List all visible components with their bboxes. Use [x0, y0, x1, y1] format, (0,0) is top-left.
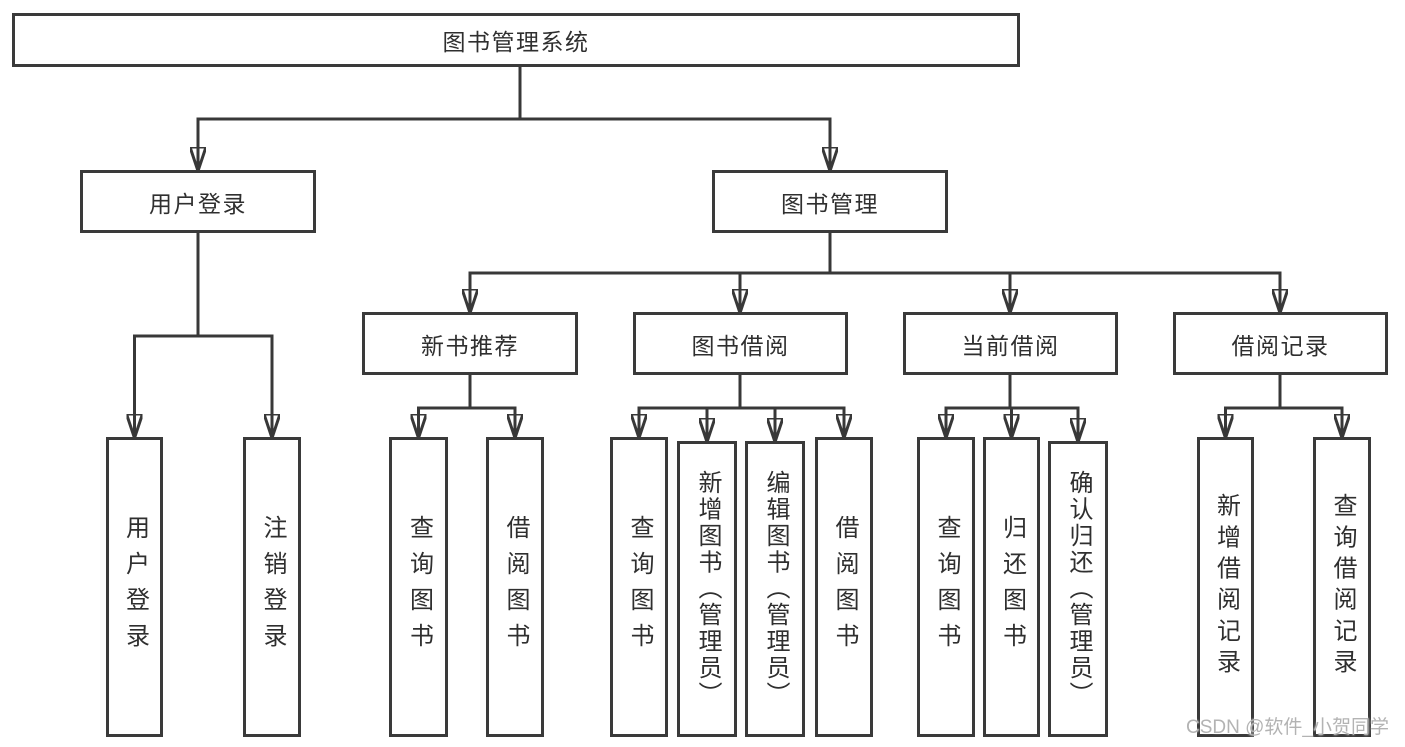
leaf-borrow-books-recommend-label: 借阅图书 [502, 515, 529, 659]
leaf-borrow-books-borrow: 借阅图书 [815, 437, 873, 737]
connector-new-book-recommend-branch [417, 374, 517, 437]
leaf-query-books-recommend-label: 查询图书 [405, 515, 433, 659]
leaf-return-book: 归还图书 [983, 437, 1040, 737]
node-book-management: 图书管理 [712, 170, 948, 233]
leaf-add-book-admin-label: 新增图书（管理员） [694, 470, 721, 708]
leaf-borrow-books-recommend: 借阅图书 [486, 437, 544, 737]
node-new-book-recommend: 新书推荐 [362, 312, 578, 375]
node-current-borrowing: 当前借阅 [903, 312, 1118, 375]
connector-book-management-branch [469, 233, 1282, 312]
connector-root-to-level2 [197, 67, 832, 170]
leaf-query-books-current: 查询图书 [917, 437, 975, 737]
connector-current-borrowing-branch [945, 374, 1080, 441]
leaf-confirm-return-admin: 确认归还（管理员） [1048, 441, 1108, 737]
leaf-query-borrow-record: 查询借阅记录 [1313, 437, 1371, 737]
connector-user-login-branch [133, 233, 274, 437]
node-user-login-label: 用户登录 [149, 190, 247, 217]
node-system-root: 图书管理系统 [12, 13, 1020, 67]
leaf-edit-book-admin-label: 编辑图书（管理员） [762, 470, 789, 708]
leaf-query-books-borrow: 查询图书 [610, 437, 668, 737]
leaf-user-login: 用户登录 [106, 437, 163, 737]
node-new-book-recommend-label: 新书推荐 [421, 332, 519, 359]
leaf-add-borrow-record-label: 新增借阅记录 [1212, 493, 1240, 681]
leaf-add-book-admin: 新增图书（管理员） [677, 441, 737, 737]
leaf-user-login-label: 用户登录 [121, 515, 149, 659]
leaf-logout: 注销登录 [243, 437, 301, 737]
node-borrowing-records-label: 借阅记录 [1231, 332, 1330, 359]
leaf-borrow-books-borrow-label: 借阅图书 [831, 515, 858, 659]
leaf-return-book-label: 归还图书 [998, 515, 1026, 659]
leaf-add-borrow-record: 新增借阅记录 [1197, 437, 1254, 737]
leaf-query-books-current-label: 查询图书 [933, 515, 960, 659]
connector-book-borrowing-branch [638, 374, 846, 441]
leaf-confirm-return-admin-label: 确认归还（管理员） [1065, 470, 1092, 708]
node-user-login: 用户登录 [80, 170, 316, 233]
node-book-borrowing: 图书借阅 [633, 312, 848, 375]
leaf-logout-label: 注销登录 [259, 515, 286, 659]
leaf-query-borrow-record-label: 查询借阅记录 [1329, 493, 1356, 681]
node-book-management-label: 图书管理 [781, 190, 879, 217]
leaf-edit-book-admin: 编辑图书（管理员） [745, 441, 805, 737]
leaf-query-books-borrow-label: 查询图书 [626, 515, 653, 659]
connector-borrowing-records-branch [1224, 374, 1344, 437]
node-borrowing-records: 借阅记录 [1173, 312, 1388, 375]
csdn-watermark: CSDN @软件_小贺同学 [1186, 717, 1389, 738]
node-book-borrowing-label: 图书借阅 [691, 332, 790, 359]
node-current-borrowing-label: 当前借阅 [961, 332, 1060, 359]
node-system-root-label: 图书管理系统 [442, 29, 590, 55]
leaf-query-books-recommend: 查询图书 [389, 437, 448, 737]
